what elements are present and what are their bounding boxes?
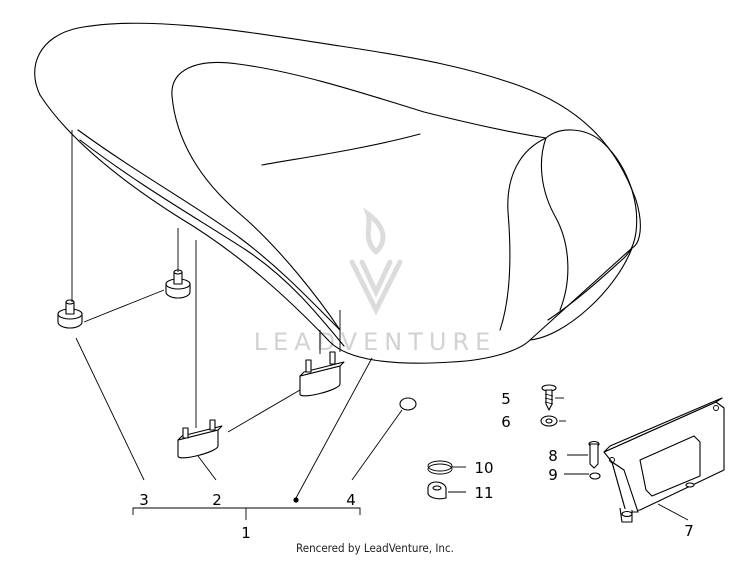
callout-10: 10 bbox=[474, 459, 493, 477]
callout-4: 4 bbox=[346, 491, 356, 509]
watermark-flame-icon bbox=[349, 207, 403, 316]
bolt-8 bbox=[588, 440, 600, 469]
seat-base-edge bbox=[77, 129, 341, 331]
callout-9: 9 bbox=[548, 466, 558, 484]
seat-rear-hump-inner bbox=[540, 137, 569, 311]
callout-7: 7 bbox=[684, 522, 694, 540]
callout-labels: 1 2 3 4 5 6 7 8 9 10 11 bbox=[139, 390, 694, 542]
screw-5 bbox=[541, 384, 557, 411]
callout-2: 2 bbox=[212, 491, 222, 509]
callout-1: 1 bbox=[241, 524, 251, 542]
clamp-11 bbox=[427, 481, 447, 500]
dot-marker bbox=[293, 497, 299, 503]
washer-6 bbox=[540, 415, 558, 427]
seat-assembly bbox=[34, 22, 641, 364]
seat-rear-hump bbox=[545, 129, 638, 321]
seat-front-cushion bbox=[171, 61, 547, 331]
hinge-block-2b bbox=[299, 351, 345, 397]
bracket-7 bbox=[603, 397, 725, 523]
render-credit: Rencered by LeadVenture, Inc. bbox=[296, 541, 454, 555]
callout-11: 11 bbox=[474, 484, 493, 502]
bumper-3b bbox=[165, 269, 191, 299]
watermark: LEADVENTURE bbox=[254, 207, 497, 356]
washer-9 bbox=[589, 472, 601, 480]
callout-5: 5 bbox=[501, 390, 511, 408]
seat-base-bottom bbox=[79, 139, 345, 347]
hinge-block-2a bbox=[177, 419, 223, 459]
watermark-text: LEADVENTURE bbox=[254, 328, 497, 356]
seat-base-outline bbox=[39, 94, 633, 364]
seat-cushion-lower bbox=[171, 95, 341, 331]
o-ring bbox=[399, 397, 417, 411]
callout-3: 3 bbox=[139, 491, 149, 509]
leader-lines bbox=[71, 130, 689, 521]
clip-10 bbox=[427, 460, 453, 475]
seat-shell bbox=[34, 22, 641, 341]
bumper-3a bbox=[57, 299, 83, 329]
callout-8: 8 bbox=[548, 447, 558, 465]
callout-6: 6 bbox=[501, 413, 511, 431]
seat-cushion-seam bbox=[261, 133, 421, 166]
